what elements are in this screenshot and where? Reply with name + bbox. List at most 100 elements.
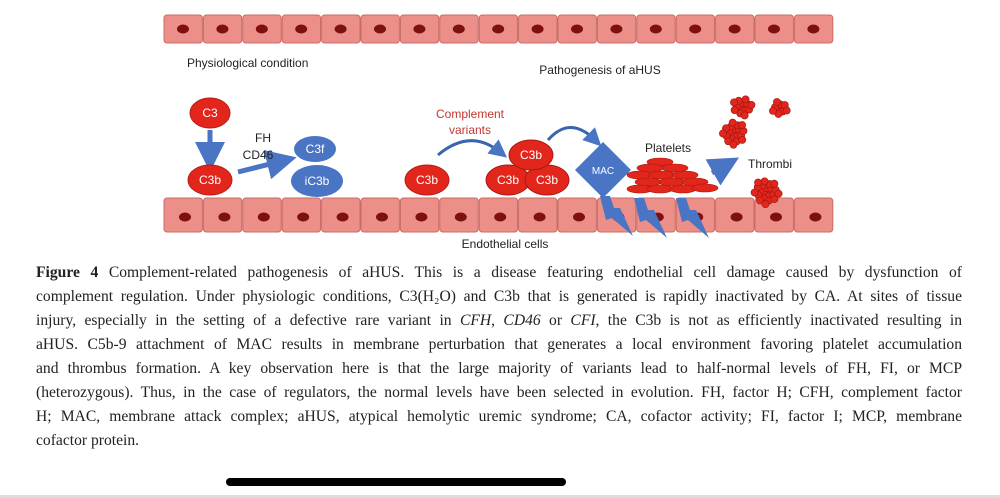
c3b-molecule: C3b (404, 164, 450, 196)
cell-nucleus (177, 24, 189, 34)
cell-nucleus (452, 24, 465, 34)
caption-line: and thrombus formation. A key observatio… (36, 360, 962, 377)
caption-line: aHUS. C5b-9 attachment of MAC results in… (36, 336, 962, 353)
c3f-molecule: C3f (294, 136, 336, 162)
cell-nucleus (413, 24, 426, 34)
gene-cd46: CD46 (503, 312, 541, 329)
cell-nucleus (297, 212, 310, 222)
endothelial-cells-label: Endothelial cells (462, 237, 549, 251)
svg-text:C3f: C3f (306, 142, 325, 156)
svg-text:C3b: C3b (520, 148, 542, 162)
cell-nucleus (573, 212, 585, 222)
complement-variants-label-2: variants (449, 123, 491, 137)
thrombus-cell (747, 101, 756, 109)
c3b-molecule: C3b (187, 164, 233, 196)
mac-complex: MAC (575, 142, 631, 198)
lightning-icon (676, 198, 709, 238)
figure-label: Figure 4 (36, 264, 99, 281)
thrombus-cell (774, 189, 783, 198)
caption-text: or (540, 312, 571, 329)
thrombus-cell (769, 106, 777, 115)
cell-nucleus (533, 212, 546, 222)
svg-text:iC3b: iC3b (305, 174, 330, 188)
arrow-right-icon (237, 150, 297, 180)
cell-nucleus (610, 24, 623, 34)
platelet (661, 163, 689, 173)
figure-complement-pathogenesis: Physiological condition Pathogenesis of … (163, 14, 834, 251)
thrombus-cell (782, 106, 791, 115)
ic3b-molecule: iC3b (291, 165, 343, 197)
caption-line: Figure 4 Complement-related pathogenesis… (36, 261, 962, 285)
thrombi-label: Thrombi (748, 157, 792, 171)
thrombi-clusters (719, 95, 791, 208)
cell-nucleus (255, 24, 268, 34)
svg-text:C3b: C3b (536, 173, 558, 187)
thrombus-cell (719, 129, 727, 138)
platelet (691, 183, 719, 193)
lightning-icon (634, 198, 667, 238)
pathogenesis-label: Pathogenesis of aHUS (539, 63, 660, 77)
bottom-divider (0, 495, 1000, 498)
caption-text: , the C3b is not as efficiently inactiva… (595, 312, 962, 329)
lightning-icon (600, 196, 633, 236)
cell-nucleus (571, 24, 583, 34)
cell-nucleus (730, 212, 743, 222)
caption-line: cofactor protein. (36, 432, 140, 449)
cell-nucleus (689, 24, 702, 34)
cell-nucleus (649, 24, 662, 34)
platelet (671, 170, 699, 180)
svg-text:MAC: MAC (592, 166, 614, 177)
platelet-stack (626, 157, 719, 194)
thrombus-cell (729, 140, 738, 149)
platelets-label: Platelets (645, 141, 691, 155)
complement-variants-label: Complement (436, 107, 505, 121)
thrombus-cell (773, 98, 781, 106)
cell-nucleus (531, 24, 544, 34)
gene-cfh: CFH (459, 312, 492, 329)
cell-nucleus (415, 212, 428, 222)
caption-line: H; MAC, membrane attack complex; aHUS, a… (36, 408, 962, 425)
top-endothelial-cells (163, 14, 834, 44)
cell-nucleus (809, 212, 822, 222)
gene-cfi: CFI (570, 312, 596, 329)
bottom-endothelial-cells (163, 197, 834, 233)
thrombus-cell (740, 111, 749, 120)
thrombus-cell (750, 188, 759, 197)
fh-label: FH (255, 131, 271, 145)
cell-nucleus (728, 24, 741, 34)
thrombus-cell (756, 196, 764, 205)
cell-nucleus (295, 24, 308, 34)
thrombus-cell (738, 136, 747, 144)
caption-line: complement regulation. Under physiologic… (36, 288, 962, 305)
cell-nucleus (216, 24, 229, 34)
arrow-right-icon (705, 157, 740, 186)
svg-text:C3b: C3b (199, 173, 221, 187)
cell-nucleus (770, 212, 782, 222)
thrombus-cell (738, 121, 746, 129)
cell-nucleus (334, 24, 347, 34)
caption-text: , (491, 312, 504, 329)
curved-arrow-icon (437, 139, 508, 158)
cell-nucleus (218, 212, 231, 222)
cell-nucleus (494, 212, 507, 222)
cell-nucleus (376, 212, 388, 222)
cell-nucleus (374, 24, 386, 34)
home-indicator[interactable] (226, 478, 566, 486)
cd46-label: CD46 (243, 148, 274, 162)
c3-molecule: C3 (189, 97, 231, 129)
thrombus-cell (770, 195, 779, 204)
physiological-condition-label: Physiological condition (187, 56, 308, 70)
cell-nucleus (257, 212, 270, 222)
caption-text: Complement-related pathogenesis of aHUS.… (98, 264, 962, 281)
platelet (646, 184, 674, 194)
thrombus-cell (770, 179, 779, 188)
cell-nucleus (454, 212, 467, 222)
cell-nucleus (336, 212, 349, 222)
cell-nucleus (492, 24, 505, 34)
membrane-damage-lightning-icons (600, 196, 709, 238)
thrombus-cell (754, 178, 762, 187)
cell-nucleus (768, 24, 780, 34)
thrombus-cell (730, 106, 739, 114)
thrombus-cell (730, 98, 738, 107)
thrombus-cell (760, 177, 769, 186)
